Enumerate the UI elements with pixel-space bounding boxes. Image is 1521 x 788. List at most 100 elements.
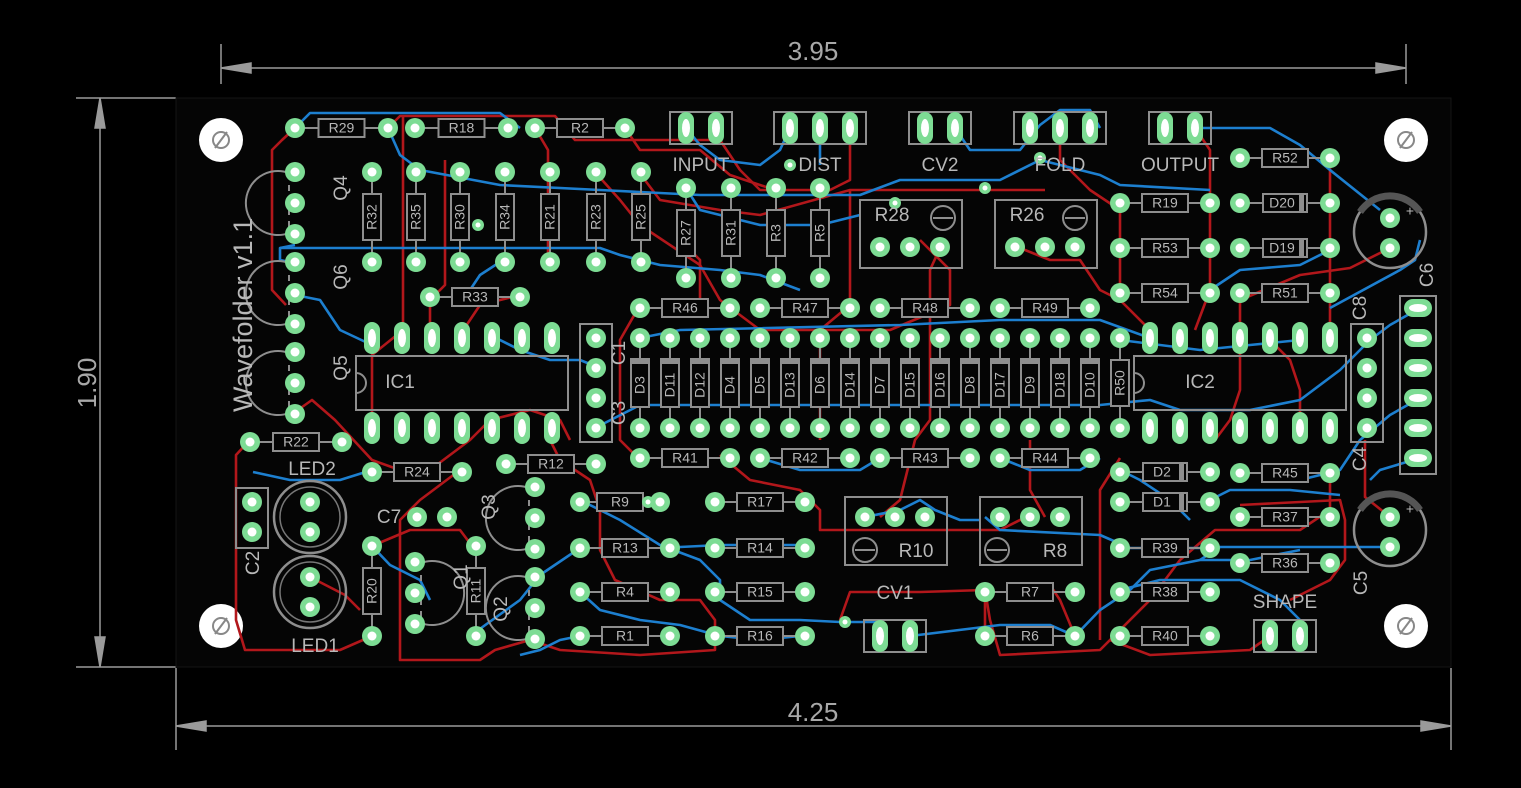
pad-hole [1176, 329, 1184, 347]
pad-hole [1115, 467, 1125, 477]
pad-hole [1115, 198, 1125, 208]
label-d6: D6 [812, 376, 828, 394]
pad-hole [530, 634, 540, 644]
pad-hole [337, 437, 347, 447]
pad-hole [726, 273, 736, 283]
pad-hole [1236, 419, 1244, 437]
label-r26: R26 [1010, 205, 1045, 226]
pad-hole [1205, 631, 1215, 641]
pad-hole [1205, 467, 1215, 477]
label-r52: R52 [1272, 150, 1298, 166]
pad-hole [935, 242, 945, 252]
connector-shape [1253, 619, 1317, 653]
pad-hole [771, 183, 781, 193]
pad-hole [305, 572, 315, 582]
pad-hole [636, 167, 646, 177]
resistor-body [1261, 553, 1309, 573]
pad-hole [368, 419, 376, 437]
resistor-body [901, 448, 949, 468]
label-ic1: IC1 [385, 372, 415, 393]
pad-hole [920, 512, 930, 522]
pad-hole [575, 497, 585, 507]
label-d8: D8 [962, 376, 978, 394]
label-d1: D1 [1153, 494, 1171, 510]
resistor-body [1261, 507, 1309, 527]
svg-text:+: + [1406, 203, 1414, 219]
pad-hole [1055, 333, 1065, 343]
pad-hole [845, 303, 855, 313]
pad-hole [1146, 419, 1154, 437]
label-d20: D20 [1269, 195, 1295, 211]
label-output: OUTPUT [1141, 155, 1220, 176]
pad-hole [411, 257, 421, 267]
pad-hole [1010, 242, 1020, 252]
mounting-holes [199, 118, 1428, 648]
pad-hole [1362, 423, 1372, 433]
pad-hole [665, 631, 675, 641]
resistor-body [661, 448, 709, 468]
label-r5: R5 [812, 224, 828, 242]
label-r10: R10 [899, 541, 934, 562]
pad-hole [710, 543, 720, 553]
pad-hole [682, 119, 690, 137]
transistor-outline [244, 350, 290, 416]
pad-hole [575, 543, 585, 553]
label-r22: R22 [283, 434, 309, 450]
label-d13: D13 [782, 372, 798, 398]
transistor-outline [420, 560, 466, 626]
label-r40: R40 [1152, 628, 1178, 644]
pad-hole [636, 257, 646, 267]
pad-hole [290, 288, 300, 298]
pad-hole [710, 587, 720, 597]
pad-hole [1205, 543, 1215, 553]
capacitor-c1 [579, 323, 613, 443]
pad-hole [695, 423, 705, 433]
pad-hole [655, 497, 665, 507]
resistor-body [676, 209, 696, 257]
pad-hole [290, 229, 300, 239]
label-r46: R46 [672, 300, 698, 316]
label-r34: R34 [497, 204, 513, 230]
pad-hole [398, 329, 406, 347]
top-layer-traces [234, 114, 1391, 662]
pad-hole [635, 423, 645, 433]
label-r25: R25 [633, 204, 649, 230]
pad-hole [951, 119, 959, 137]
pad-hole [635, 333, 645, 343]
pad-hole [845, 453, 855, 463]
pad-hole [575, 631, 585, 641]
pad-hole [1296, 627, 1304, 645]
pad-hole [815, 423, 825, 433]
pad-hole [995, 512, 1005, 522]
pad-hole [1325, 288, 1335, 298]
resistor-body [1261, 148, 1309, 168]
pad-hole [965, 423, 975, 433]
resistor-body [1141, 238, 1189, 258]
dimension-lines [76, 44, 1452, 750]
label-c7: C7 [377, 507, 401, 528]
pad-hole [755, 303, 765, 313]
resistor-body [495, 193, 515, 241]
pad-hole [1235, 558, 1245, 568]
mounting-hole [1384, 604, 1428, 648]
resistor-body [362, 193, 382, 241]
pad-hole [1115, 423, 1125, 433]
pad-hole [455, 167, 465, 177]
pad-hole [410, 123, 420, 133]
resistor-body [736, 626, 784, 646]
pad-hole [771, 273, 781, 283]
label-dist: DIST [798, 155, 842, 176]
resistor-body [540, 193, 560, 241]
pad-hole [995, 333, 1005, 343]
pad-hole [591, 393, 601, 403]
diode-body [1262, 238, 1308, 258]
pad-hole [1325, 243, 1335, 253]
pad-hole [1266, 627, 1274, 645]
pad-hole [1206, 419, 1214, 437]
pad-hole [1325, 512, 1335, 522]
label-r38: R38 [1152, 584, 1178, 600]
label-input: INPUT [673, 155, 730, 176]
resistor-body [317, 118, 366, 138]
pad-hole [383, 123, 393, 133]
pad-hole [1362, 333, 1372, 343]
